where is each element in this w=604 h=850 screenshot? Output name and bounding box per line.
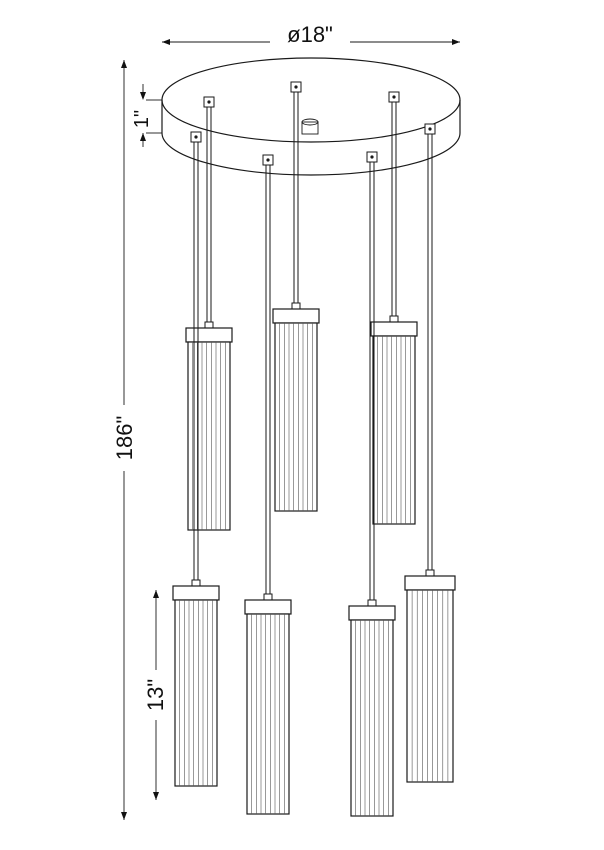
canopy-height-arrow-top [140,92,146,100]
pendant-1-fitter [185,327,233,343]
pendant-6-mount-screw [370,155,374,159]
shade-height-label: 13" [143,679,168,711]
canopy-height-arrow-bottom [140,133,146,141]
diameter-arrow-left [162,39,170,45]
shade-height-label-bg [140,670,170,720]
pendant-3-shade [372,335,416,525]
overall-height-label: 186" [112,416,137,461]
diameter-label-bg [270,24,350,50]
overall-height-arrow-top [121,60,127,68]
pendant-6 [348,151,396,817]
pendant-5 [244,154,292,815]
canopy-center-cap [301,121,319,135]
pendant-4-connector [191,579,201,587]
pendant-2-shade [274,322,318,512]
pendant-4-fitter [172,585,220,601]
pendant-3-mount-screw [392,95,396,99]
pendant-5-fitter [244,599,292,615]
pendant-4-mount-screw [194,135,198,139]
pendant-7-fitter [404,575,456,591]
pendant-2 [272,81,320,512]
diameter-arrow-right [452,39,460,45]
pendant-3 [370,91,418,525]
pendant-1-mount-screw [207,100,211,104]
canopy-height-dimension: 1" [131,84,162,147]
overall-height-dimension: 186" [110,60,138,820]
pendant-2-mount-screw [294,85,298,89]
canopy-rim [161,100,461,176]
pendant-4 [172,131,220,787]
pendant-6-connector [367,599,377,607]
diameter-label: ø18" [287,22,333,47]
pendant-6-fitter [348,605,396,621]
pendant-1-connector [204,321,214,329]
pendant-7-shade [406,589,454,783]
pendant-5-shade [246,613,290,815]
pendant-6-shade [350,619,394,817]
pendant-3-connector [389,315,399,323]
pendant-5-mount-screw [266,158,270,162]
pendant-5-connector [263,593,273,601]
shade-height-arrow-bottom [153,792,159,800]
pendant-3-fitter [370,321,418,337]
canopy-height-label: 1" [131,110,153,128]
pendants-group [172,81,456,817]
pendant-7-connector [425,569,435,577]
canopy-center-cap-top [301,118,319,126]
canopy [161,57,461,176]
pendant-2-connector [291,302,301,310]
canopy-top [161,57,461,143]
overall-height-label-bg [110,405,138,471]
pendant-1-shade [187,341,231,531]
pendant-7-mount-screw [428,127,432,131]
shade-height-dimension: 13" [140,590,170,800]
pendant-4-shade [174,599,218,787]
pendant-2-fitter [272,308,320,324]
overall-height-arrow-bottom [121,812,127,820]
pendant-7 [404,123,456,783]
diameter-dimension: ø18" [162,22,460,50]
pendant-1 [185,96,233,531]
shade-height-arrow-top [153,590,159,598]
